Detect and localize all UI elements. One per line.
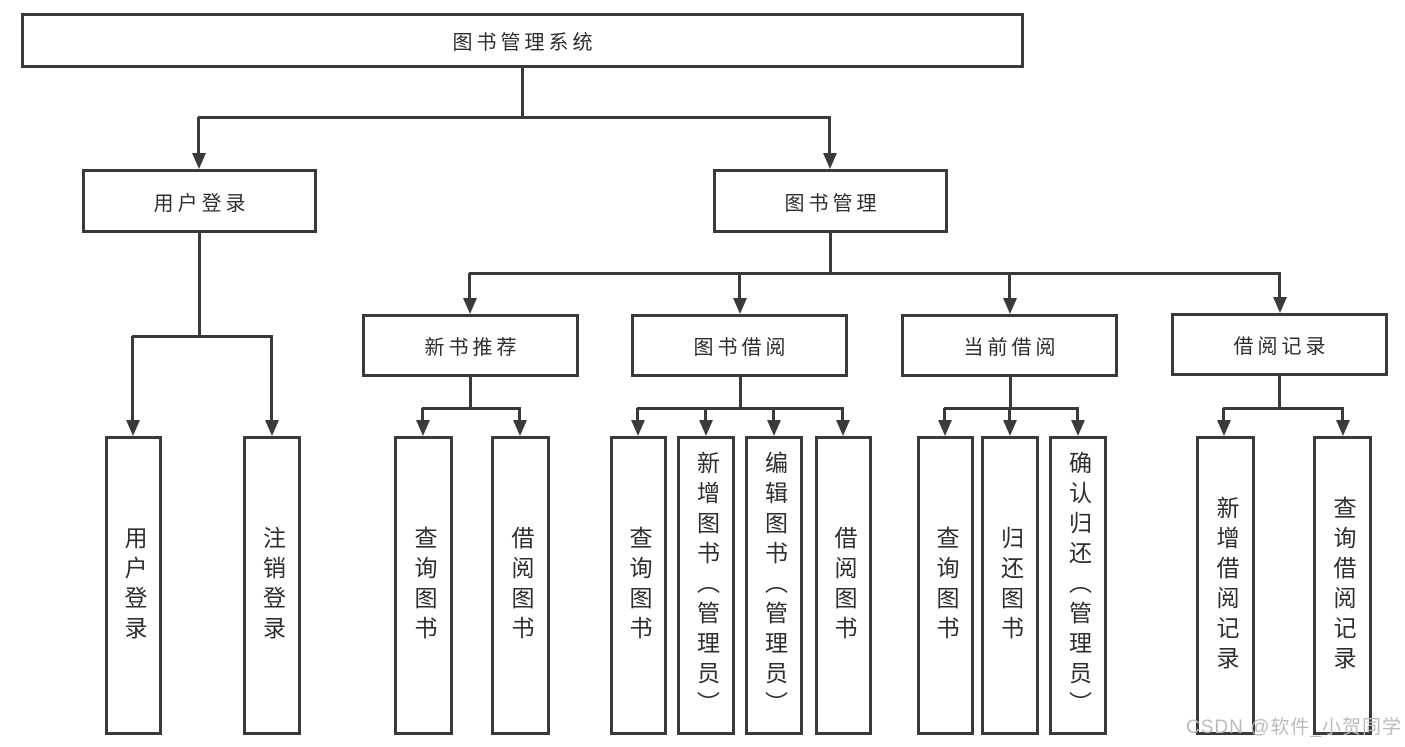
leaf-edit-books-admin: 编辑图书（管理员） [745, 436, 803, 735]
connector-arrow-down [513, 408, 527, 436]
connector-line [739, 377, 742, 410]
connector-arrow-down [733, 273, 747, 314]
leaf-return-books: 归还图书 [981, 436, 1039, 735]
leaf-label: 借阅图书 [831, 525, 857, 646]
leaf-label: 新增图书（管理员） [693, 450, 720, 721]
leaf-add-books-admin: 新增图书（管理员） [677, 436, 735, 735]
connector-line [637, 407, 844, 410]
node-book-mgmt-label: 图书管理 [784, 192, 881, 215]
connector-line [1223, 407, 1344, 410]
connector-arrow-down [631, 408, 645, 436]
node-current-borrow-label: 当前借阅 [963, 337, 1060, 359]
leaf-user-login: 用户登录 [105, 436, 162, 735]
connector-arrow-down [192, 117, 206, 169]
node-borrow-record-label: 借阅记录 [1233, 336, 1330, 358]
connector-arrow-down [126, 336, 140, 436]
node-book-mgmt: 图书管理 [713, 169, 948, 233]
node-root: 图书管理系统 [21, 13, 1024, 68]
connector-line [422, 407, 521, 410]
leaf-label: 用户登录 [121, 525, 147, 646]
connector-arrow-down [463, 273, 477, 314]
leaf-query-books-rec: 查询图书 [394, 436, 453, 735]
connector-arrow-down [699, 408, 713, 436]
connector-arrow-down [823, 117, 837, 169]
leaf-label: 查询图书 [933, 525, 959, 646]
node-root-label: 图书管理系统 [452, 32, 597, 54]
connector-line [944, 407, 1079, 410]
leaf-label: 新增借阅记录 [1213, 495, 1239, 676]
connector-line [198, 116, 831, 119]
node-user-login-label: 用户登录 [153, 192, 250, 215]
node-borrow-record: 借阅记录 [1171, 313, 1388, 376]
connector-line [132, 335, 273, 338]
node-book-borrow-label: 图书借阅 [693, 337, 790, 359]
connector-arrow-down [836, 408, 850, 436]
leaf-label: 编辑图书（管理员） [761, 450, 788, 721]
connector-line [521, 68, 524, 119]
connector-arrow-down [767, 408, 781, 436]
connector-arrow-down [1003, 273, 1017, 314]
connector-line [829, 233, 832, 275]
connector-arrow-down [1273, 273, 1287, 313]
leaf-label: 查询图书 [626, 525, 652, 646]
connector-arrow-down [938, 408, 952, 436]
node-new-rec-label: 新书推荐 [424, 337, 521, 359]
connector-line [469, 272, 1281, 275]
connector-line [198, 233, 201, 338]
node-new-rec: 新书推荐 [362, 314, 579, 377]
node-user-login: 用户登录 [82, 169, 317, 233]
connector-line [469, 377, 472, 410]
leaf-query-books-borrow: 查询图书 [610, 436, 667, 735]
leaf-borrow-books-rec: 借阅图书 [491, 436, 550, 735]
connector-line [1278, 375, 1281, 410]
leaf-add-borrow-record: 新增借阅记录 [1196, 436, 1255, 735]
connector-arrow-down [1003, 408, 1017, 436]
leaf-label: 借阅图书 [508, 525, 534, 646]
watermark-text: CSDN @软件_小贺同学 [1186, 717, 1402, 738]
leaf-logout: 注销登录 [243, 436, 301, 735]
node-current-borrow: 当前借阅 [901, 314, 1118, 377]
connector-line [1009, 377, 1012, 410]
leaf-query-books-current: 查询图书 [917, 436, 974, 735]
node-book-borrow: 图书借阅 [631, 314, 848, 377]
leaf-label: 注销登录 [259, 525, 286, 646]
leaf-label: 确认归还（管理员） [1065, 450, 1092, 721]
connector-arrow-down [1217, 408, 1231, 436]
connector-arrow-down [265, 336, 279, 436]
leaf-confirm-return-admin: 确认归还（管理员） [1049, 436, 1107, 735]
connector-arrow-down [1336, 408, 1350, 436]
leaf-borrow-books: 借阅图书 [815, 436, 872, 735]
leaf-query-borrow-record: 查询借阅记录 [1313, 436, 1372, 735]
leaf-label: 归还图书 [997, 525, 1024, 646]
connector-arrow-down [416, 408, 430, 436]
leaf-label: 查询图书 [411, 525, 437, 646]
leaf-label: 查询借阅记录 [1330, 495, 1356, 676]
connector-arrow-down [1071, 408, 1085, 436]
